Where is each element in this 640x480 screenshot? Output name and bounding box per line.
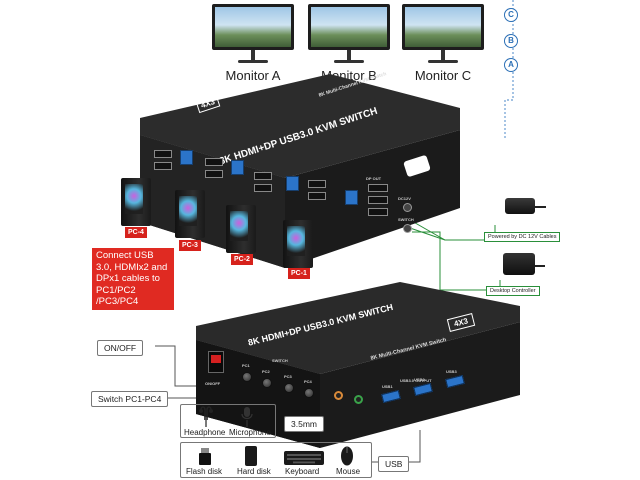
keyboard-label: Keyboard — [285, 467, 320, 476]
mouse-label: Mouse — [336, 467, 361, 476]
pc1-usb-b-port — [345, 190, 358, 205]
connect-note: Connect USB 3.0, HDMIx2 and DPx1 cables … — [92, 248, 174, 310]
pc3-tag: PC-3 — [179, 240, 201, 251]
audio-peripherals-box — [180, 404, 276, 438]
power-adapter-icon — [505, 198, 535, 214]
power-label: Powered by DC 12V Cables — [484, 232, 561, 242]
monitor-c-label: Monitor C — [414, 68, 472, 83]
power-switch — [208, 351, 224, 373]
headphone-icon — [199, 406, 213, 427]
pc1-button — [242, 372, 252, 382]
usb-callout: USB — [378, 456, 410, 472]
dp-out-port-1 — [368, 184, 388, 192]
flash-disk-label: Flash disk — [186, 467, 223, 476]
mouse-icon — [341, 446, 353, 466]
monitor-b-screen — [308, 4, 390, 50]
onoff-callout: ON/OFF — [97, 340, 144, 356]
microphone-icon — [241, 407, 253, 427]
pc1-button-label: PC1 — [242, 363, 250, 368]
monitor-b-base — [334, 60, 364, 63]
pc1-hdmi-port-1 — [308, 180, 326, 188]
usb-output-label: USB3.0 OUTPUT — [400, 378, 432, 383]
front-unit-model: 4X3 — [452, 316, 469, 329]
monitor-a-label: Monitor A — [225, 68, 281, 83]
headphone-label: Headphone — [184, 428, 226, 437]
usb2-label: USB2 — [414, 377, 425, 382]
pc4-tag: PC-4 — [125, 227, 147, 238]
pc1-tag: PC-1 — [288, 268, 310, 279]
keyboard-icon — [284, 451, 324, 465]
monitor-a-screen — [212, 4, 294, 50]
monitor-c — [402, 4, 484, 63]
monitor-c-stand — [441, 50, 445, 60]
monitor-b-stand — [347, 50, 351, 60]
monitor-c-screen — [402, 4, 484, 50]
pc4-usb-b-port — [180, 150, 193, 165]
controller-label: Desktop Controller — [486, 286, 540, 296]
pc1-hdmi-port-2 — [308, 192, 326, 200]
pc1-tower — [283, 220, 313, 268]
pc3-usb-b-port — [231, 160, 244, 175]
dp-out-port-2 — [368, 196, 388, 204]
front-onoff-label: ON/OFF — [205, 381, 221, 386]
pc2-hdmi-port-1 — [254, 172, 272, 180]
pc2-tower — [226, 205, 256, 253]
pc4-hdmi-port-2 — [154, 162, 172, 170]
dc12v-label: DC12V — [398, 196, 411, 201]
pc2-button-label: PC2 — [262, 369, 270, 374]
switch-pc-callout: Switch PC1-PC4 — [91, 391, 169, 407]
pc2-usb-b-port — [286, 176, 299, 191]
pc2-button — [262, 378, 272, 388]
pc3-hdmi-port-1 — [205, 158, 223, 166]
dp-out-label: DP OUT — [366, 176, 382, 181]
flash-disk-icon — [199, 448, 211, 465]
monitor-a-stand — [251, 50, 255, 60]
power-cable — [534, 206, 546, 208]
desktop-controller-icon — [503, 253, 535, 275]
controller-cable — [535, 265, 545, 267]
monitor-a-base — [238, 60, 268, 63]
monitor-a — [212, 4, 294, 63]
dp-out-port-3 — [368, 208, 388, 216]
headphone-jack — [334, 391, 343, 400]
usb3-label: USB3 — [446, 369, 457, 374]
pc4-button — [304, 388, 314, 398]
audio-callout: 3.5mm — [284, 416, 324, 432]
pc3-tower — [175, 190, 205, 238]
switch-port — [403, 224, 412, 233]
pc4-button-label: PC4 — [304, 379, 312, 384]
switch-port-label: SWITCH — [398, 217, 414, 222]
microphone-jack — [354, 395, 363, 404]
pc4-hdmi-port-1 — [154, 150, 172, 158]
channel-a-badge: A — [504, 58, 518, 72]
pc2-tag: PC-2 — [231, 254, 253, 265]
monitor-c-base — [428, 60, 458, 63]
microphone-label: Microphone — [229, 428, 271, 437]
front-switch-label: SWITCH — [272, 358, 288, 363]
channel-c-badge: C — [504, 8, 518, 22]
monitor-b — [308, 4, 390, 63]
hard-disk-label: Hard disk — [237, 467, 271, 476]
pc3-hdmi-port-2 — [205, 170, 223, 178]
pc3-button-label: PC3 — [284, 374, 292, 379]
pc2-hdmi-port-2 — [254, 184, 272, 192]
channel-b-badge: B — [504, 34, 518, 48]
usb-peripherals-box — [180, 442, 372, 478]
pc3-button — [284, 383, 294, 393]
pc4-tower — [121, 178, 151, 226]
usb1-label: USB1 — [382, 384, 393, 389]
dc12v-port — [403, 203, 412, 212]
hard-disk-icon — [245, 446, 257, 466]
